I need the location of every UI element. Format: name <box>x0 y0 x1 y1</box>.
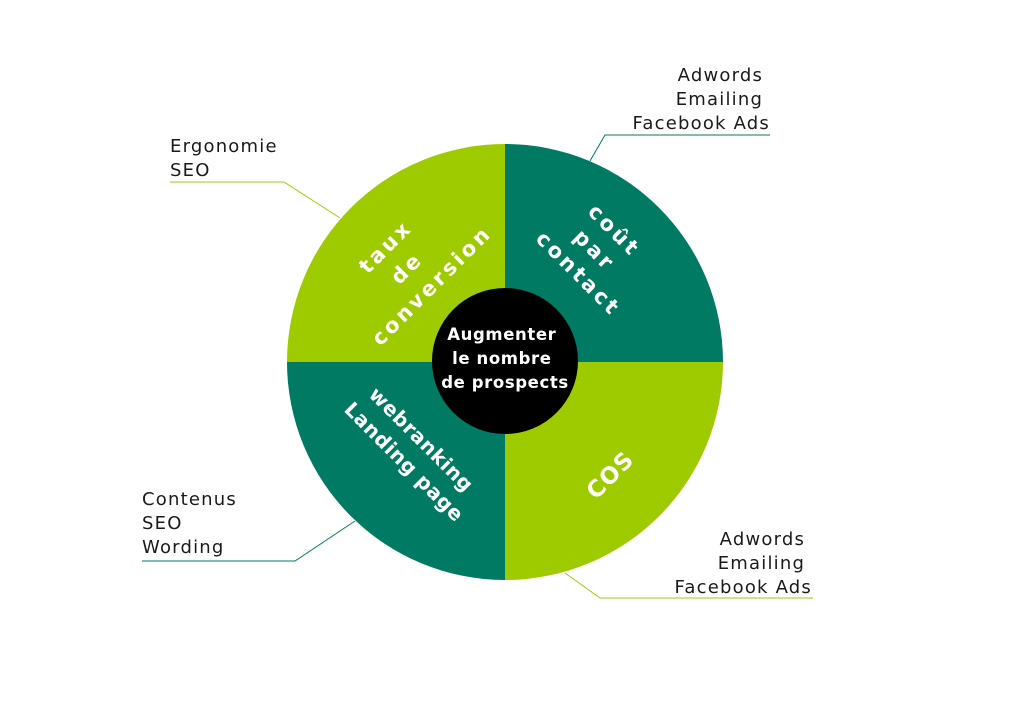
leader-line-bottom-left <box>142 520 356 562</box>
annotation-tr-line-1: Adwords <box>678 65 763 86</box>
annotation-tr-line-2: Emailing <box>676 89 763 110</box>
leader-line-top-left <box>170 181 341 219</box>
annotation-bottom-right: Adwords Emailing Facebook Ads <box>675 529 813 598</box>
center-text: Augmenter le nombre de prospects <box>441 325 569 392</box>
annotation-br-line-2: Emailing <box>718 553 805 574</box>
annotation-top-left: Ergonomie SEO <box>170 136 285 181</box>
annotation-br-line-3: Facebook Ads <box>675 577 813 598</box>
annotation-bl-line-3: Wording <box>142 537 225 558</box>
quadrant-top-left <box>287 144 505 362</box>
center-line-2: le nombre <box>452 349 551 368</box>
annotation-bl-line-1: Contenus <box>142 489 237 510</box>
leader-line-bottom-right <box>564 572 813 599</box>
center-line-1: Augmenter <box>447 325 556 344</box>
annotation-br-line-1: Adwords <box>720 529 805 550</box>
annotation-tr-line-3: Facebook Ads <box>633 113 771 134</box>
quadrant-bottom-left <box>287 362 505 580</box>
annotation-bl-line-2: SEO <box>142 513 183 534</box>
quadrant-bottom-right <box>505 362 723 580</box>
center-circle <box>432 288 578 434</box>
annotation-bottom-left: Contenus SEO Wording <box>142 489 244 558</box>
annotation-tl-line-1: Ergonomie <box>170 136 278 157</box>
leader-line-top-right <box>589 134 770 162</box>
center-line-3: de prospects <box>441 373 569 392</box>
quadrant-top-right <box>505 144 723 362</box>
annotation-tl-line-2: SEO <box>170 160 211 181</box>
annotation-top-right: Adwords Emailing Facebook Ads <box>633 65 771 134</box>
